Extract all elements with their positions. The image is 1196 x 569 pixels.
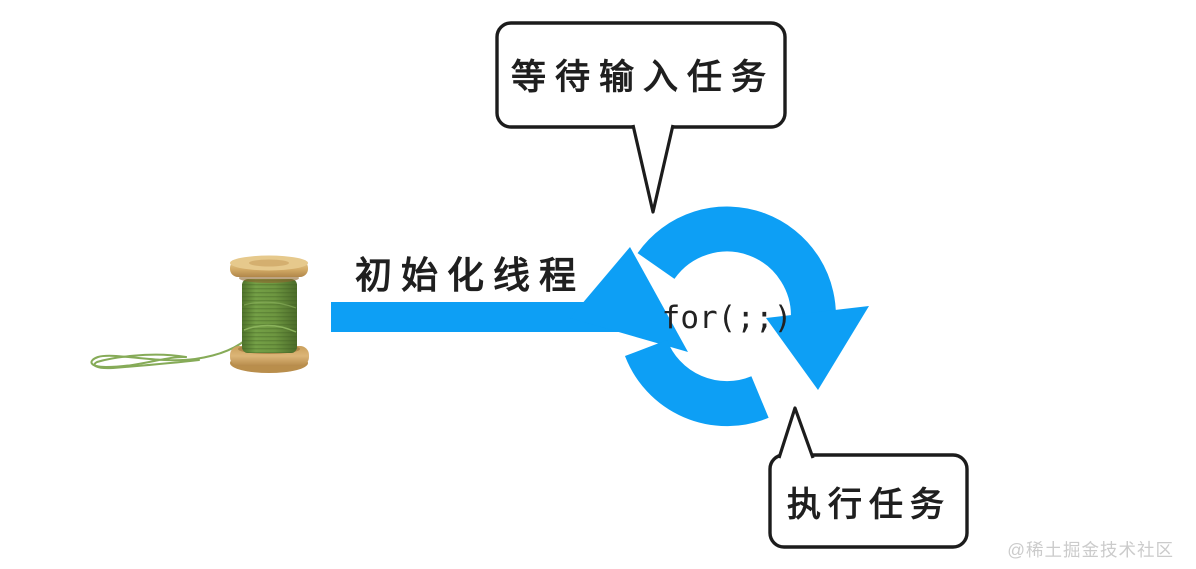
circular-loop-arrows [624, 206, 869, 427]
bubble-top-label: 等待输入任务 [511, 58, 775, 97]
loose-thread [90, 294, 253, 370]
arrow-label: 初始化线程 [355, 255, 585, 296]
spool-top-flange [230, 255, 308, 283]
init-thread-arrow [331, 247, 688, 352]
thread-spool-image [90, 255, 309, 373]
bubble-bottom-label: 执行任务 [787, 486, 951, 524]
bubble-bottom: 执行任务 [768, 406, 969, 549]
loop-top-arc [637, 206, 836, 327]
bubble-bottom-tail [777, 406, 815, 459]
bubble-top-tail [631, 124, 675, 214]
bubble-top: 等待输入任务 [495, 21, 787, 214]
loop-bottom-arc [624, 339, 769, 427]
loop-right-arrowhead [766, 306, 869, 390]
spool-thread-body [242, 279, 297, 353]
loop-left-arrowhead [570, 247, 688, 352]
watermark: @稀土掘金技术社区 [1007, 540, 1174, 560]
loop-label: for(;;) [662, 300, 793, 336]
